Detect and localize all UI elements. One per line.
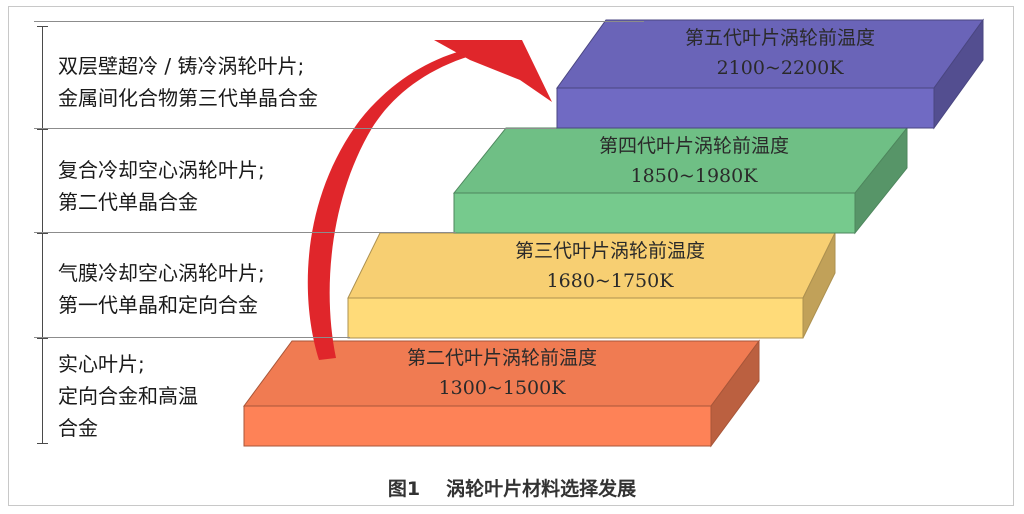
step-4-front xyxy=(556,87,935,129)
step-3 xyxy=(452,126,909,235)
level-1-description: 实心叶片; 定向合金和高温 合金 xyxy=(58,348,398,444)
step-title: 第五代叶片涡轮前温度 xyxy=(684,27,875,49)
axis-tick xyxy=(37,129,48,130)
step-temperature: 1680~1750K xyxy=(546,270,674,292)
description-line: 金属间化合物第三代单晶合金 xyxy=(58,86,318,110)
step-temperature: 1300~1500K xyxy=(438,377,566,399)
axis-tick xyxy=(37,26,48,27)
step-2-front xyxy=(347,297,804,339)
step-title: 第四代叶片涡轮前温度 xyxy=(598,135,789,157)
step-temperature: 1850~1980K xyxy=(630,165,758,187)
description-line: 定向合金和高温 xyxy=(58,384,198,408)
figure-number: 图1 xyxy=(387,478,421,500)
level-4-description: 双层壁超冷 / 铸冷涡轮叶片; 金属间化合物第三代单晶合金 xyxy=(58,50,398,114)
step-1-front xyxy=(243,405,712,447)
step-3-front xyxy=(453,192,856,234)
axis-tick xyxy=(37,338,48,339)
figure-frame xyxy=(8,6,1014,506)
step-title: 第三代叶片涡轮前温度 xyxy=(514,240,705,262)
description-line: 第一代单晶和定向合金 xyxy=(58,293,258,317)
level-divider xyxy=(34,128,556,129)
step-temperature: 2100~2200K xyxy=(716,57,844,79)
level-2-description: 气膜冷却空心涡轮叶片; 第一代单晶和定向合金 xyxy=(58,257,398,321)
figure-caption: 图1 涡轮叶片材料选择发展 xyxy=(0,474,1024,501)
description-line: 合金 xyxy=(58,416,98,440)
step-4-label: 第五代叶片涡轮前温度 2100~2200K xyxy=(630,23,930,83)
description-line: 实心叶片; xyxy=(58,352,145,376)
level-divider xyxy=(34,337,350,338)
step-2-label: 第三代叶片涡轮前温度 1680~1750K xyxy=(460,236,760,296)
description-line: 双层壁超冷 / 铸冷涡轮叶片; xyxy=(58,54,305,78)
axis-tick xyxy=(37,443,48,444)
step-3-label: 第四代叶片涡轮前温度 1850~1980K xyxy=(544,131,844,191)
level-divider xyxy=(34,232,456,233)
vertical-axis xyxy=(42,26,43,444)
description-line: 第二代单晶合金 xyxy=(58,190,198,214)
arrow-body xyxy=(307,48,474,360)
level-divider xyxy=(34,21,644,22)
description-line: 复合冷却空心涡轮叶片; xyxy=(58,158,265,182)
description-line: 气膜冷却空心涡轮叶片; xyxy=(58,261,265,285)
progression-arrow xyxy=(307,40,552,360)
arrow-head xyxy=(434,40,552,102)
axis-tick xyxy=(37,233,48,234)
step-1 xyxy=(243,339,760,448)
step-1-label: 第二代叶片涡轮前温度 1300~1500K xyxy=(352,343,652,403)
step-title: 第二代叶片涡轮前温度 xyxy=(406,347,597,369)
step-4 xyxy=(556,18,984,130)
figure-title: 涡轮叶片材料选择发展 xyxy=(446,478,637,500)
level-3-description: 复合冷却空心涡轮叶片; 第二代单晶合金 xyxy=(58,154,398,218)
